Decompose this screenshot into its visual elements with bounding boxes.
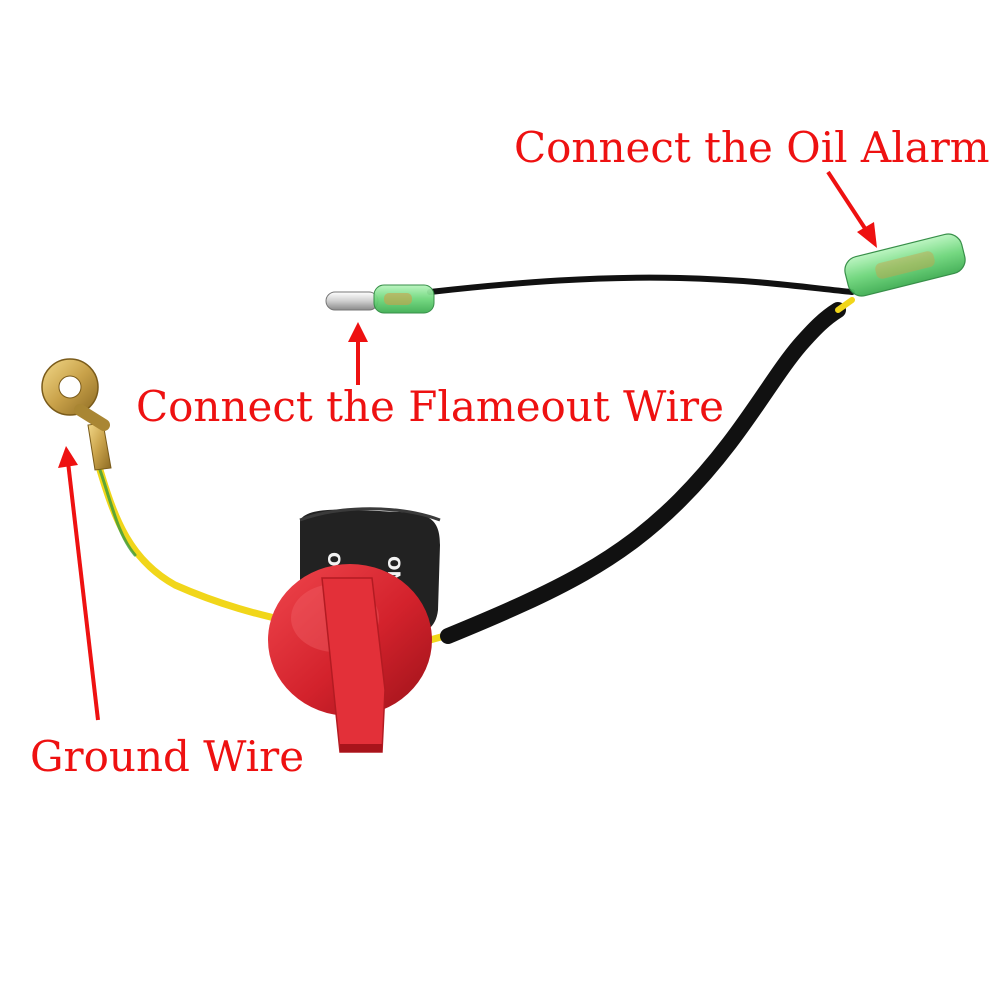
arrow-icon (58, 446, 100, 721)
arrow-icon (348, 322, 368, 385)
bullet-connector (325, 284, 435, 314)
ring-terminal (41, 358, 112, 471)
ground-wire (96, 466, 296, 626)
oil-alarm-label: Connect the Oil Alarm (514, 123, 990, 172)
switch-lever[interactable] (321, 577, 386, 753)
engine-stop-switch: OFF ON (268, 507, 441, 753)
arrow-icon (826, 170, 877, 248)
flameout-wire (427, 274, 855, 295)
flameout-wire-label: Connect the Flameout Wire (136, 382, 724, 431)
ground-wire-label: Ground Wire (30, 732, 305, 781)
oil-alarm-connector (844, 233, 966, 297)
black-sleeve-wire (440, 302, 846, 644)
